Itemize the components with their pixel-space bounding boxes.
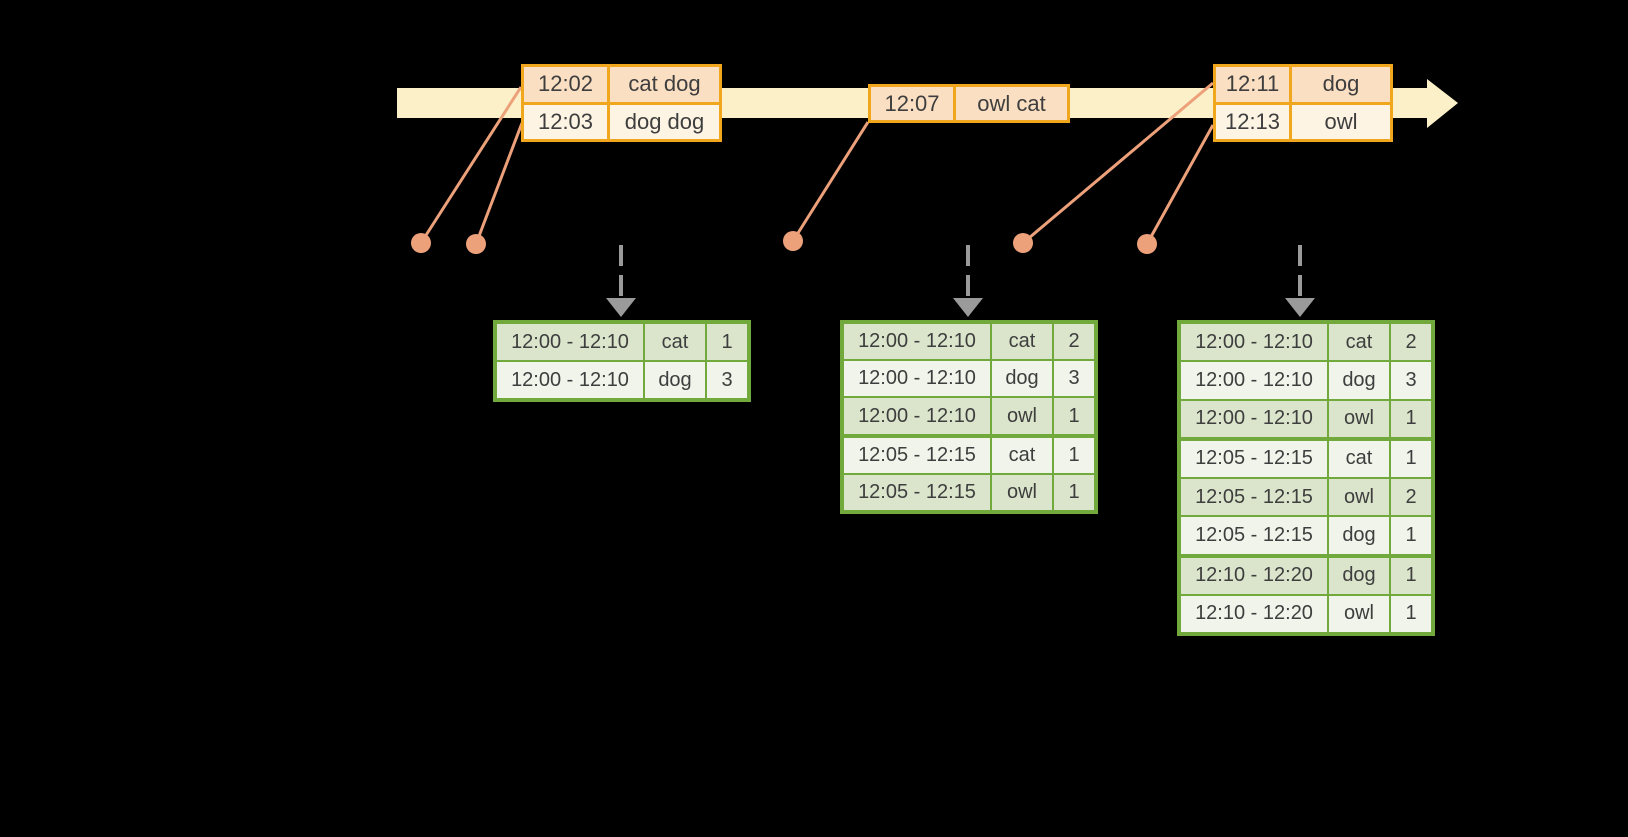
trigger-arrowhead-icon xyxy=(606,298,636,317)
event-time-cell: 12:02 xyxy=(524,67,610,102)
word-cell: dog xyxy=(1329,362,1391,399)
event-dot xyxy=(411,233,431,253)
word-cell: dog xyxy=(992,361,1054,397)
trigger-arrowhead-icon xyxy=(953,298,983,317)
window-cell: 12:00 - 12:10 xyxy=(844,398,992,434)
event-dot xyxy=(1013,233,1033,253)
word-cell: cat xyxy=(992,437,1054,473)
event-time-cell: 12:11 xyxy=(1216,67,1292,102)
word-cell: owl xyxy=(992,474,1054,511)
count-cell: 1 xyxy=(1405,523,1417,546)
window-cell: 12:00 - 12:10 xyxy=(1181,362,1329,399)
window-cell: 12:10 - 12:20 xyxy=(1181,557,1329,594)
event-dots xyxy=(411,231,1157,254)
count-cell: 2 xyxy=(1405,485,1417,508)
event-row: 12:03 dog dog xyxy=(524,101,719,139)
event-row: 12:07 owl cat xyxy=(871,87,1067,120)
count-cell: 1 xyxy=(1405,602,1417,625)
count-cell: 2 xyxy=(1068,330,1080,353)
count-cell: 1 xyxy=(1405,564,1417,587)
word-cell: owl xyxy=(992,398,1054,434)
window-cell: 12:00 - 12:10 xyxy=(1181,324,1329,361)
window-cell: 12:05 - 12:15 xyxy=(844,437,992,473)
count-cell: 1 xyxy=(1068,404,1080,427)
count-cell: 1 xyxy=(1405,447,1417,470)
word-cell: owl xyxy=(1329,595,1391,632)
count-cell: 1 xyxy=(1405,407,1417,430)
window-cell: 12:05 - 12:15 xyxy=(1181,479,1329,516)
count-cell: 3 xyxy=(1068,367,1080,390)
event-connector-lines xyxy=(419,81,1215,245)
word-cell: dog xyxy=(1329,517,1391,554)
window-cell: 12:00 - 12:10 xyxy=(497,324,645,360)
event-words-cell: owl xyxy=(1324,108,1358,134)
count-cell: 1 xyxy=(1068,480,1080,503)
word-cell: dog xyxy=(645,362,707,398)
count-cell: 1 xyxy=(1068,443,1080,466)
event-words-cell: cat dog xyxy=(628,71,701,97)
event-words-cell: dog xyxy=(1322,71,1360,97)
event-time-cell: 12:07 xyxy=(871,87,956,120)
event-dot xyxy=(783,231,803,251)
event-connector-line xyxy=(419,86,523,244)
window-cell: 12:00 - 12:10 xyxy=(844,361,992,397)
event-row: 12:13 owl xyxy=(1216,101,1390,139)
count-cell: 3 xyxy=(1405,368,1417,391)
trigger-arrowhead-icon xyxy=(1285,298,1315,317)
count-cell: 1 xyxy=(721,330,733,353)
event-table: 12:02 cat dog 12:03 dog dog xyxy=(521,64,722,142)
window-cell: 12:10 - 12:20 xyxy=(1181,595,1329,632)
count-cell: 2 xyxy=(1405,330,1417,353)
event-row: 12:11 dog xyxy=(1216,67,1390,102)
event-time-cell: 12:13 xyxy=(1216,104,1292,139)
word-cell: cat xyxy=(645,324,707,360)
count-cell: 3 xyxy=(721,368,733,391)
word-cell: dog xyxy=(1329,557,1391,594)
word-cell: owl xyxy=(1329,400,1391,437)
event-words-cell: owl cat xyxy=(977,90,1046,116)
word-cell: cat xyxy=(992,324,1054,360)
trigger-arrows xyxy=(606,245,1315,317)
event-table: 12:11 dog 12:13 owl xyxy=(1213,64,1393,142)
window-cell: 12:05 - 12:15 xyxy=(844,474,992,511)
event-connector-line xyxy=(1145,124,1215,245)
window-cell: 12:00 - 12:10 xyxy=(1181,400,1329,437)
event-words-cell: dog dog xyxy=(624,108,705,134)
window-cell: 12:05 - 12:15 xyxy=(1181,517,1329,554)
window-cell: 12:05 - 12:15 xyxy=(1181,440,1329,477)
word-cell: cat xyxy=(1329,324,1391,361)
event-connector-line xyxy=(791,121,870,242)
event-table: 12:07 owl cat xyxy=(868,84,1070,123)
event-time-cell: 12:03 xyxy=(524,104,610,139)
event-dot xyxy=(466,234,486,254)
event-connector-line xyxy=(1022,81,1214,245)
window-cell: 12:00 - 12:10 xyxy=(844,324,992,360)
event-row: 12:02 cat dog xyxy=(524,67,719,102)
word-cell: cat xyxy=(1329,440,1391,477)
event-connector-line xyxy=(474,122,524,245)
word-cell: owl xyxy=(1329,479,1391,516)
timeline-arrowhead-icon xyxy=(1427,79,1458,128)
event-dot xyxy=(1137,234,1157,254)
window-cell: 12:00 - 12:10 xyxy=(497,362,645,398)
